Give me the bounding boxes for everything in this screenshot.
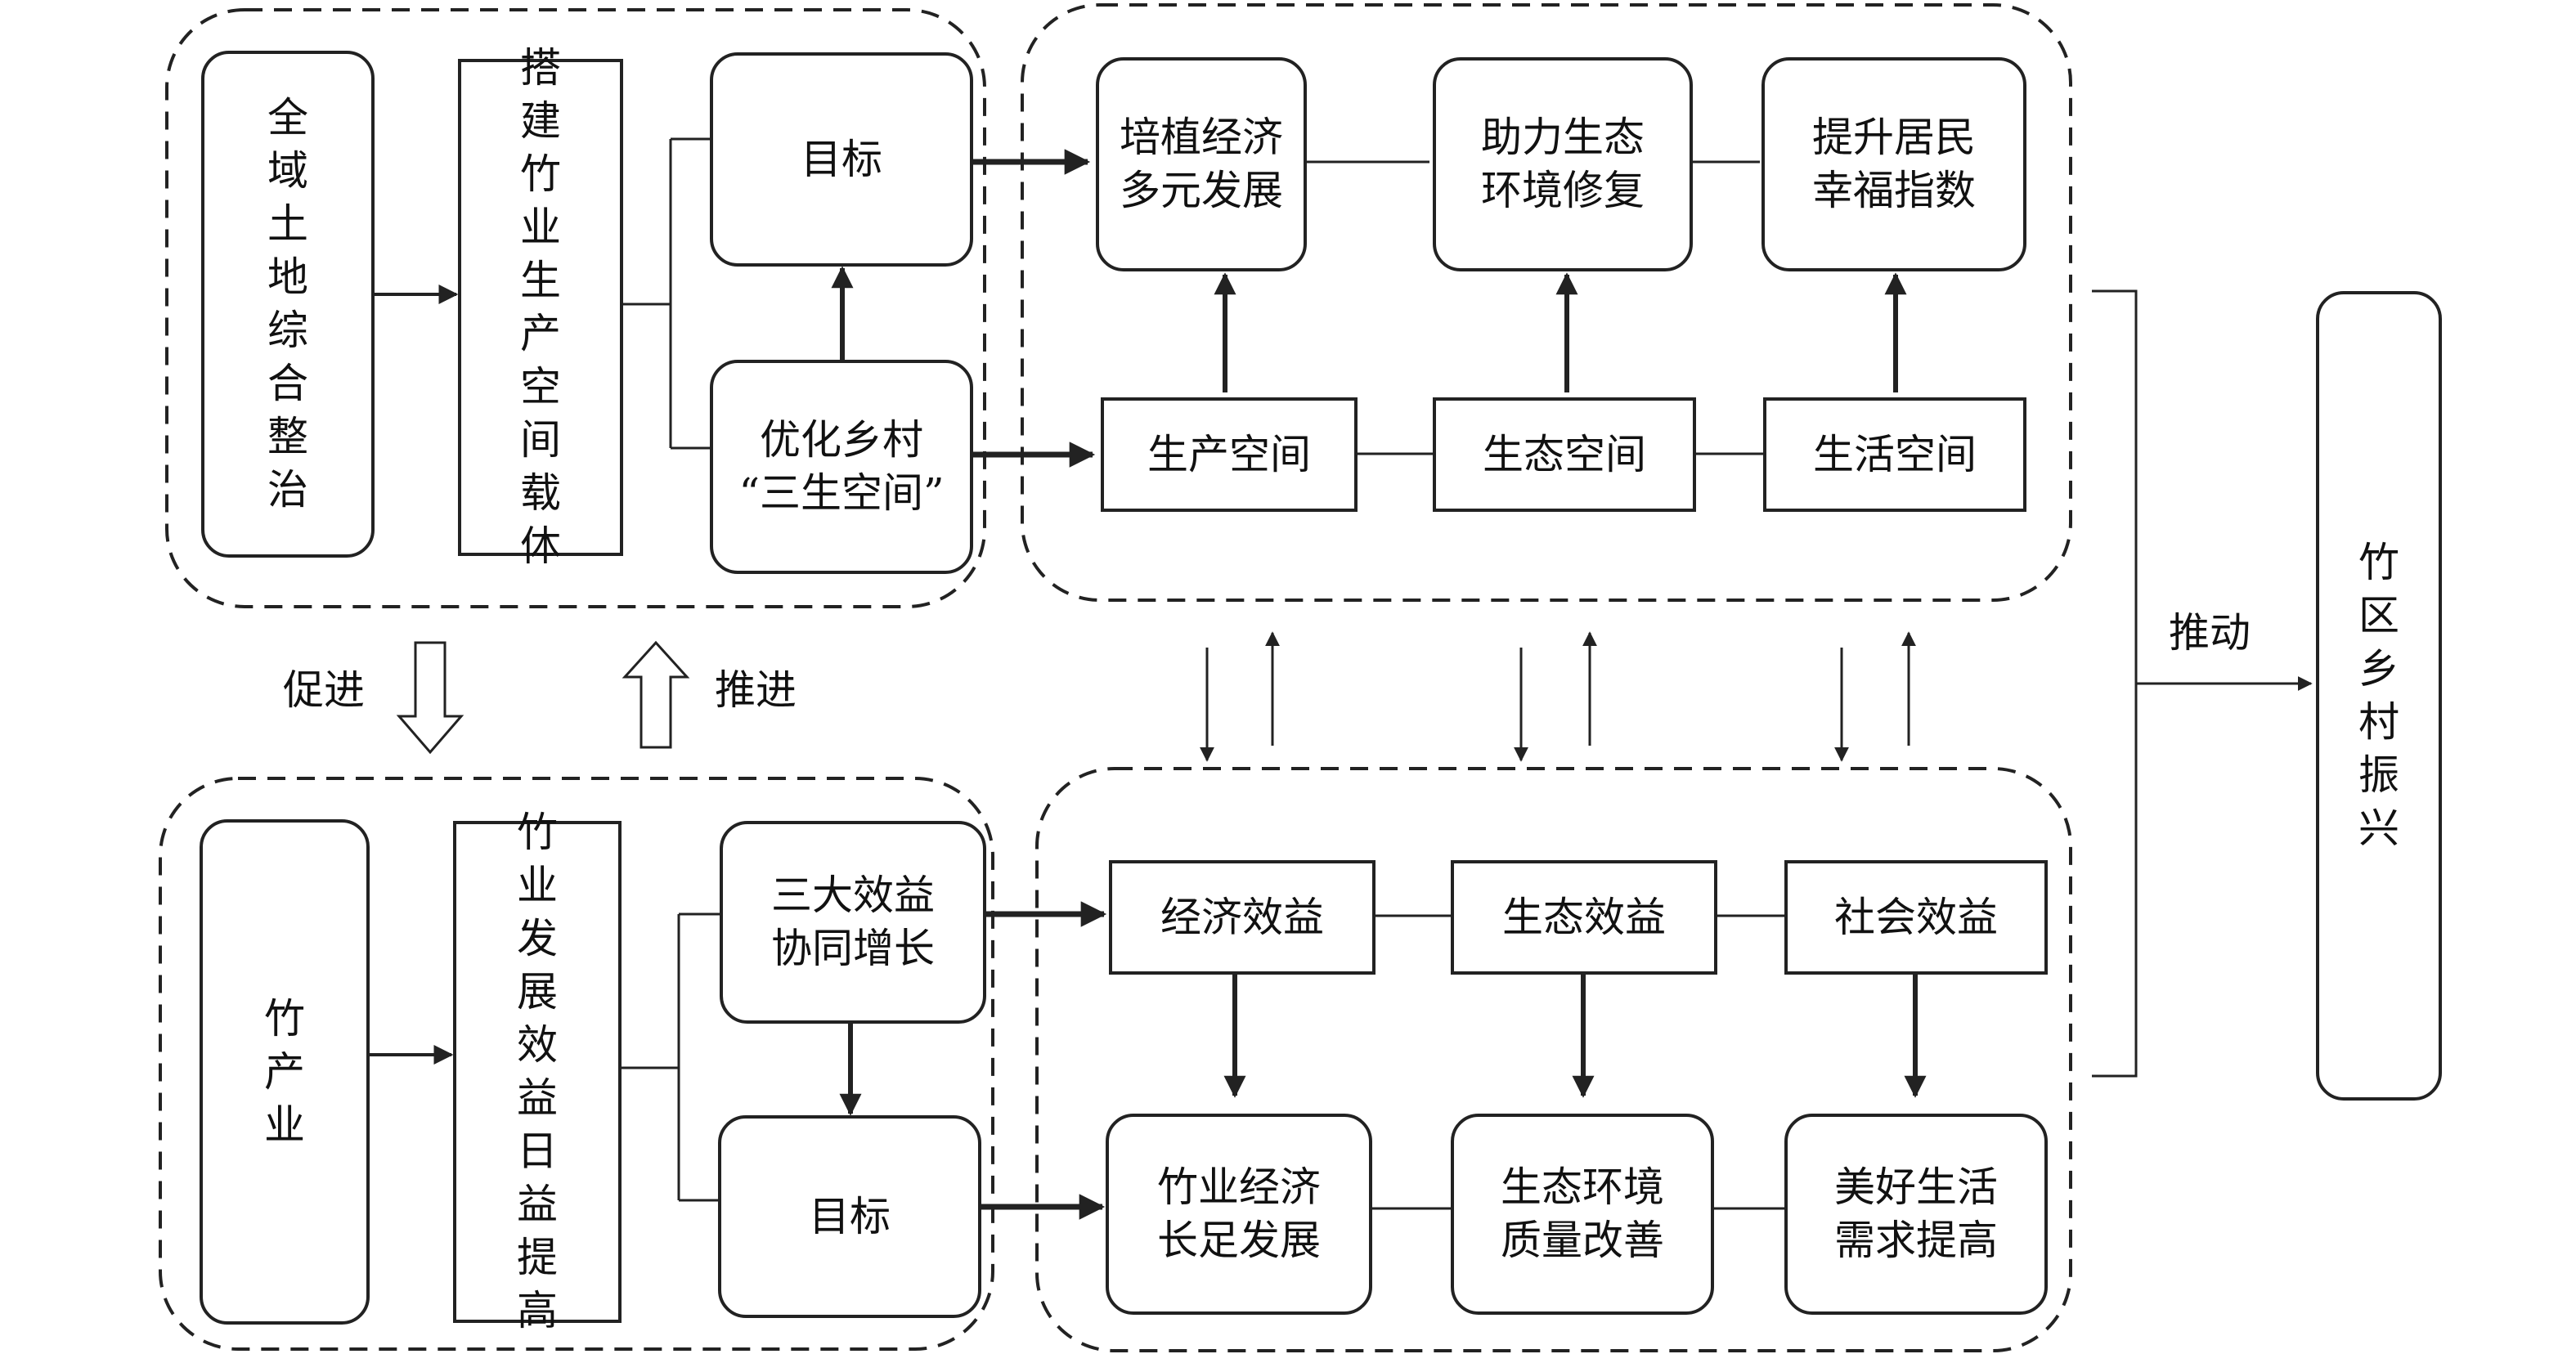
- environment-quality-box: 生态环境 质量改善: [1451, 1114, 1714, 1315]
- ecological-space-label: 生态空间: [1483, 430, 1646, 478]
- environment-quality-label: 生态环境 质量改善: [1501, 1163, 1664, 1264]
- rural-revitalization-box: 竹区乡村振兴: [2316, 291, 2442, 1101]
- bamboo-industry-label: 竹产业: [264, 994, 305, 1149]
- better-life-label: 美好生活 需求提高: [1834, 1163, 1998, 1264]
- synergy-growth-label: 三大效益 协同增长: [771, 872, 935, 972]
- economic-benefit-box: 经济效益: [1109, 860, 1376, 975]
- goal-label-top: 目标: [801, 135, 882, 183]
- goal-ecology-box: 助力生态 环境修复: [1433, 57, 1693, 271]
- goal-wellbeing-box: 提升居民 幸福指数: [1761, 57, 2026, 271]
- land-consolidation-label: 全域土地综合整治: [267, 94, 308, 513]
- goal-label-bottom: 目标: [809, 1192, 891, 1240]
- hollow-arrow-up: [622, 640, 690, 749]
- social-benefit-label: 社会效益: [1834, 893, 1998, 941]
- bracket-merge-right: [2092, 289, 2138, 1078]
- living-space-box: 生活空间: [1763, 397, 2026, 512]
- carrier-label: 搭建竹业生产空间载体: [520, 44, 561, 570]
- bamboo-economy-label: 竹业经济 长足发展: [1157, 1163, 1321, 1264]
- ecological-benefit-label: 生态效益: [1502, 893, 1666, 941]
- promote-label: 促进: [283, 666, 365, 714]
- goal-box-top: 目标: [710, 52, 973, 267]
- optimize-spaces-box: 优化乡村 “三生空间”: [710, 360, 973, 574]
- production-space-box: 生产空间: [1101, 397, 1358, 512]
- production-space-label: 生产空间: [1147, 430, 1311, 478]
- carrier-box: 搭建竹业生产空间载体: [458, 44, 623, 570]
- social-benefit-box: 社会效益: [1784, 860, 2048, 975]
- goal-economy-box: 培植经济 多元发展: [1096, 57, 1307, 271]
- drive-label: 推动: [2169, 609, 2251, 657]
- advance-label: 推进: [715, 666, 797, 714]
- group-border-top-left: [165, 8, 986, 608]
- ecological-space-box: 生态空间: [1433, 397, 1696, 512]
- ecological-benefit-box: 生态效益: [1451, 860, 1717, 975]
- synergy-growth-box: 三大效益 协同增长: [720, 821, 986, 1024]
- hollow-arrow-down: [396, 641, 464, 755]
- industry-effect-label: 竹业发展效益日益提高: [517, 809, 558, 1334]
- group-border-bottom-left: [159, 777, 994, 1351]
- group-border-top-right: [1021, 3, 2072, 602]
- group-border-bottom-right: [1035, 767, 2072, 1352]
- bamboo-industry-box: 竹产业: [200, 819, 370, 1325]
- goal-economy-label: 培植经济 多元发展: [1120, 114, 1283, 214]
- bamboo-economy-box: 竹业经济 长足发展: [1106, 1114, 1372, 1315]
- goal-wellbeing-label: 提升居民 幸福指数: [1812, 114, 1976, 214]
- industry-effect-box: 竹业发展效益日益提高: [453, 809, 622, 1334]
- goal-box-bottom: 目标: [718, 1115, 981, 1318]
- economic-benefit-label: 经济效益: [1160, 893, 1324, 941]
- optimize-spaces-label: 优化乡村 “三生空间”: [738, 416, 945, 517]
- living-space-label: 生活空间: [1813, 430, 1977, 478]
- land-consolidation-box: 全域土地综合整治: [201, 51, 375, 558]
- better-life-box: 美好生活 需求提高: [1784, 1114, 2048, 1315]
- goal-ecology-label: 助力生态 环境修复: [1481, 114, 1645, 214]
- rural-revitalization-label: 竹区乡村振兴: [2358, 539, 2399, 852]
